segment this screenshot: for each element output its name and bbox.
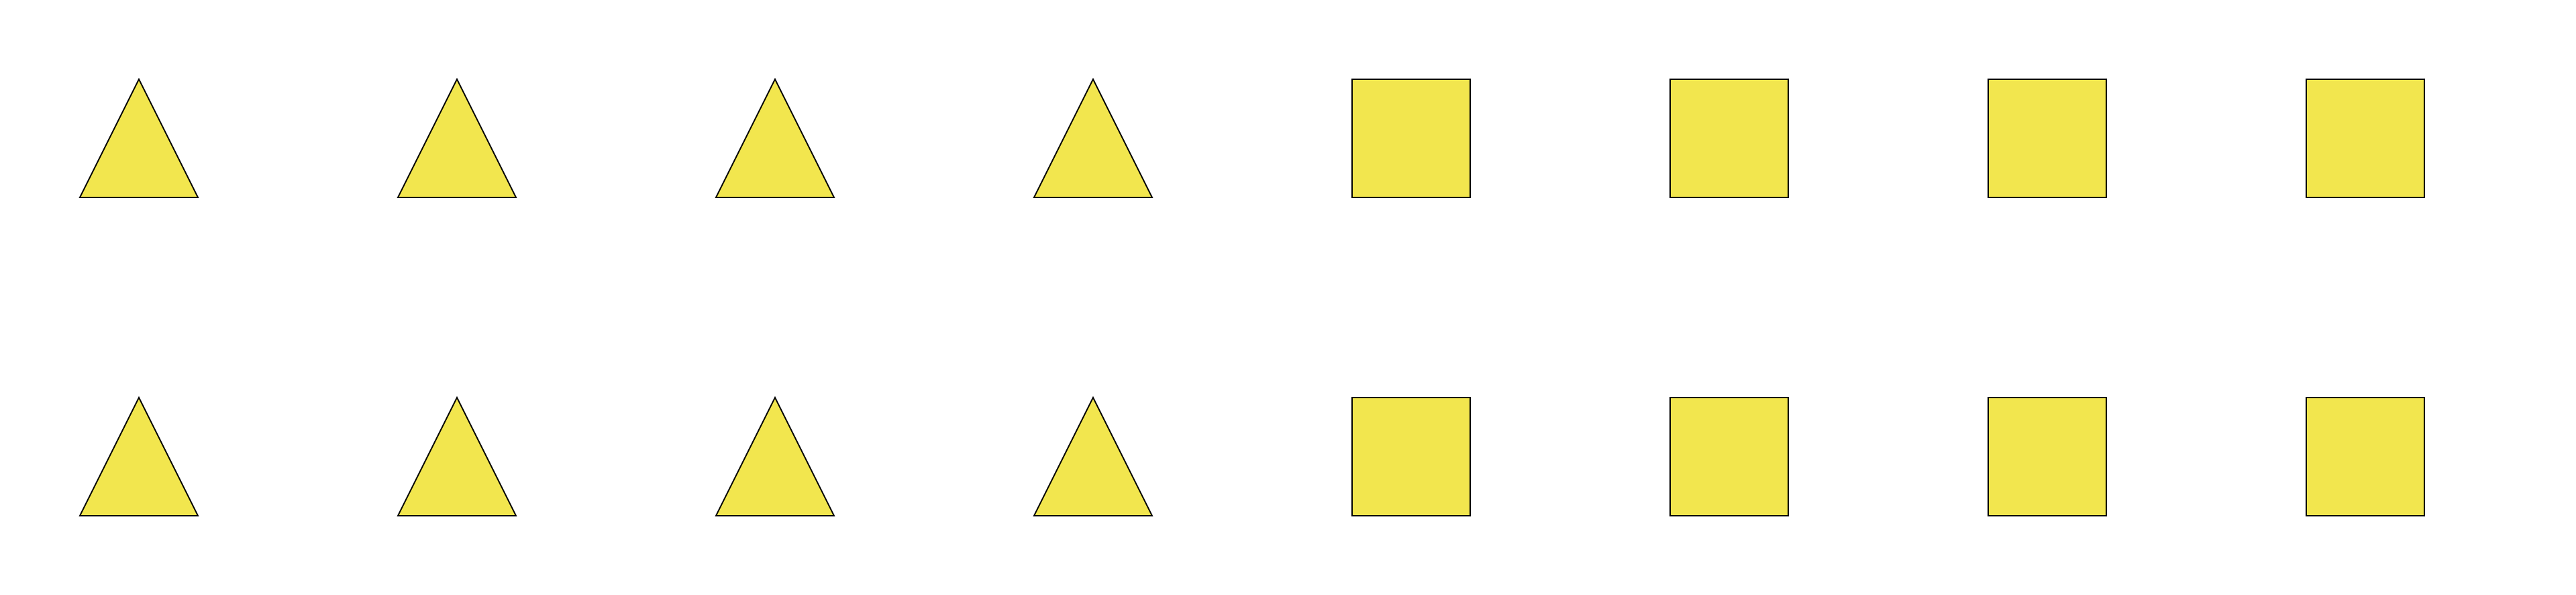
triangle-shape bbox=[79, 396, 199, 516]
square-shape bbox=[2306, 79, 2425, 198]
triangle-shape bbox=[715, 77, 835, 198]
square-shape bbox=[1351, 397, 1471, 516]
square-shape bbox=[1669, 79, 1789, 198]
square-shape bbox=[2306, 397, 2425, 516]
square-shape bbox=[1988, 79, 2107, 198]
square-shape bbox=[1351, 79, 1471, 198]
square-shape bbox=[1988, 397, 2107, 516]
triangle-shape bbox=[79, 77, 199, 198]
triangle-shape bbox=[715, 396, 835, 516]
triangle-shape bbox=[1033, 396, 1153, 516]
triangle-shape bbox=[1033, 77, 1153, 198]
square-shape bbox=[1669, 397, 1789, 516]
triangle-shape bbox=[397, 77, 517, 198]
triangle-shape bbox=[397, 396, 517, 516]
